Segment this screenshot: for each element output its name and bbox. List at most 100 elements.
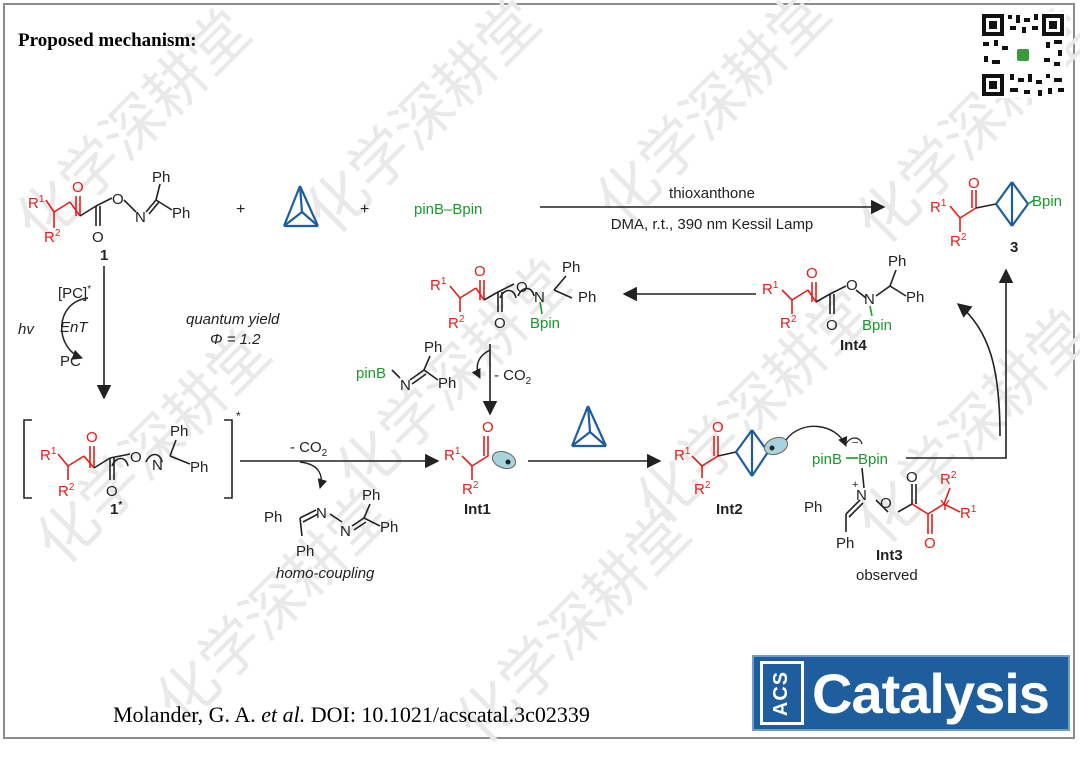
propellane-icon	[570, 405, 608, 448]
svg-text:N: N	[864, 291, 875, 308]
svg-text:+: +	[236, 201, 245, 218]
svg-text:R2: R2	[780, 314, 797, 332]
svg-text:Y: Y	[940, 497, 950, 514]
svg-text:O: O	[826, 317, 838, 334]
svg-text:O: O	[712, 419, 724, 436]
svg-text:[PC]*: [PC]*	[58, 284, 91, 302]
svg-text:O: O	[92, 229, 104, 246]
svg-text:R1: R1	[430, 276, 447, 294]
svg-text:Bpin: Bpin	[858, 451, 888, 468]
svg-text:quantum yield: quantum yield	[186, 311, 280, 328]
svg-text:thioxanthone: thioxanthone	[669, 185, 755, 202]
svg-text:N: N	[340, 523, 351, 540]
svg-text:R1: R1	[930, 198, 947, 216]
svg-text:O: O	[968, 175, 980, 192]
svg-text:R1: R1	[960, 504, 977, 522]
svg-text:+: +	[360, 201, 369, 218]
svg-text:O: O	[130, 449, 142, 466]
svg-text:Φ = 1.2: Φ = 1.2	[210, 331, 261, 348]
svg-text:O: O	[924, 535, 936, 552]
mechanism-diagram: R1 R2 O O O N Ph Ph 1 + + pinB–Bpin thio…	[18, 169, 1062, 584]
imine-byproduct: pinB N Ph Ph	[356, 339, 456, 394]
svg-text:pinB: pinB	[812, 451, 842, 468]
svg-text:N: N	[400, 377, 411, 394]
svg-text:R2: R2	[448, 314, 465, 332]
qr-code-icon	[980, 12, 1066, 98]
reagent-b2pin2: pinB–Bpin	[414, 201, 482, 218]
svg-text:R2: R2	[44, 228, 61, 246]
svg-text:- CO2: - CO2	[290, 439, 328, 459]
svg-text:*: *	[236, 409, 241, 423]
svg-text:O: O	[494, 315, 506, 332]
svg-text:Ph: Ph	[362, 487, 380, 504]
svg-text:Ph: Ph	[562, 259, 580, 276]
int3: pinB Bpin − N + O O O Ph Ph	[804, 437, 977, 584]
svg-text:- CO2: - CO2	[494, 367, 532, 387]
svg-text:R1: R1	[444, 446, 461, 464]
svg-text:Ph: Ph	[170, 423, 188, 440]
svg-text:Ph: Ph	[190, 459, 208, 476]
svg-text:R1: R1	[674, 446, 691, 464]
svg-text:Ph: Ph	[424, 339, 442, 356]
substrate-1: R1 R2 O O O N Ph Ph 1	[28, 169, 190, 264]
svg-text:pinB: pinB	[356, 365, 386, 382]
svg-text:R1: R1	[40, 446, 57, 464]
svg-text:Ph: Ph	[296, 543, 314, 560]
svg-text:Bpin: Bpin	[1032, 193, 1062, 210]
svg-text:O: O	[806, 265, 818, 282]
svg-text:O: O	[482, 419, 494, 436]
svg-text:Ph: Ph	[172, 205, 190, 222]
citation: Molander, G. A. et al. DOI: 10.1021/acsc…	[113, 702, 590, 727]
svg-text:N: N	[316, 505, 327, 522]
svg-text:+: +	[852, 479, 858, 491]
int4-fragmentation: R1 R2 O O O N Ph Ph Bpin	[430, 259, 596, 332]
svg-text:Ph: Ph	[836, 535, 854, 552]
svg-text:DMA, r.t., 390 nm Kessil Lamp: DMA, r.t., 390 nm Kessil Lamp	[611, 216, 814, 233]
svg-text:observed: observed	[856, 567, 918, 584]
svg-text:PC: PC	[60, 353, 81, 370]
svg-text:Int4: Int4	[840, 337, 867, 354]
svg-text:−: −	[852, 437, 858, 449]
acs-catalysis-logo: ACS Catalysis	[752, 655, 1070, 731]
svg-text:Ph: Ph	[438, 375, 456, 392]
svg-text:R2: R2	[694, 480, 711, 498]
page-title: Proposed mechanism:	[18, 30, 197, 51]
svg-text:N: N	[152, 457, 163, 474]
svg-text:Ph: Ph	[380, 519, 398, 536]
svg-text:O: O	[516, 279, 528, 296]
svg-text:Ph: Ph	[888, 253, 906, 270]
int2: R1 R2 O Int2	[674, 419, 789, 518]
svg-text:3: 3	[1010, 239, 1018, 256]
svg-text:Bpin: Bpin	[862, 317, 892, 334]
svg-text:O: O	[106, 483, 118, 500]
svg-text:N: N	[856, 487, 867, 504]
svg-text:R2: R2	[950, 232, 967, 250]
svg-text:EnT: EnT	[60, 319, 89, 336]
svg-text:1: 1	[100, 247, 108, 264]
svg-text:N: N	[135, 209, 146, 226]
svg-text:Int1: Int1	[464, 501, 491, 518]
svg-text:R1: R1	[28, 194, 45, 212]
int4: R1 R2 O O O N Ph Ph Bpin Int4	[762, 253, 924, 354]
svg-text:O: O	[72, 179, 84, 196]
svg-text:O: O	[880, 495, 892, 512]
svg-text:O: O	[112, 191, 124, 208]
svg-text:R2: R2	[940, 470, 957, 488]
svg-text:Ph: Ph	[804, 499, 822, 516]
svg-text:O: O	[86, 429, 98, 446]
figure-frame	[3, 3, 1075, 739]
svg-text:O: O	[474, 263, 486, 280]
svg-text:Int3: Int3	[876, 547, 903, 564]
homo-coupling-product: Ph Ph N N Ph Ph homo-coupling	[264, 487, 398, 582]
svg-text:R2: R2	[58, 482, 75, 500]
svg-text:Bpin: Bpin	[530, 315, 560, 332]
svg-text:N: N	[534, 289, 545, 306]
svg-text:hv: hv	[18, 321, 35, 338]
product-3: R1 R2 O Bpin 3	[930, 175, 1062, 256]
svg-text:homo-coupling: homo-coupling	[276, 565, 375, 582]
svg-text:O: O	[906, 469, 918, 486]
svg-text:Ph: Ph	[264, 509, 282, 526]
propellane-icon	[282, 185, 320, 228]
svg-text:1*: 1*	[110, 500, 122, 518]
svg-text:Ph: Ph	[906, 289, 924, 306]
